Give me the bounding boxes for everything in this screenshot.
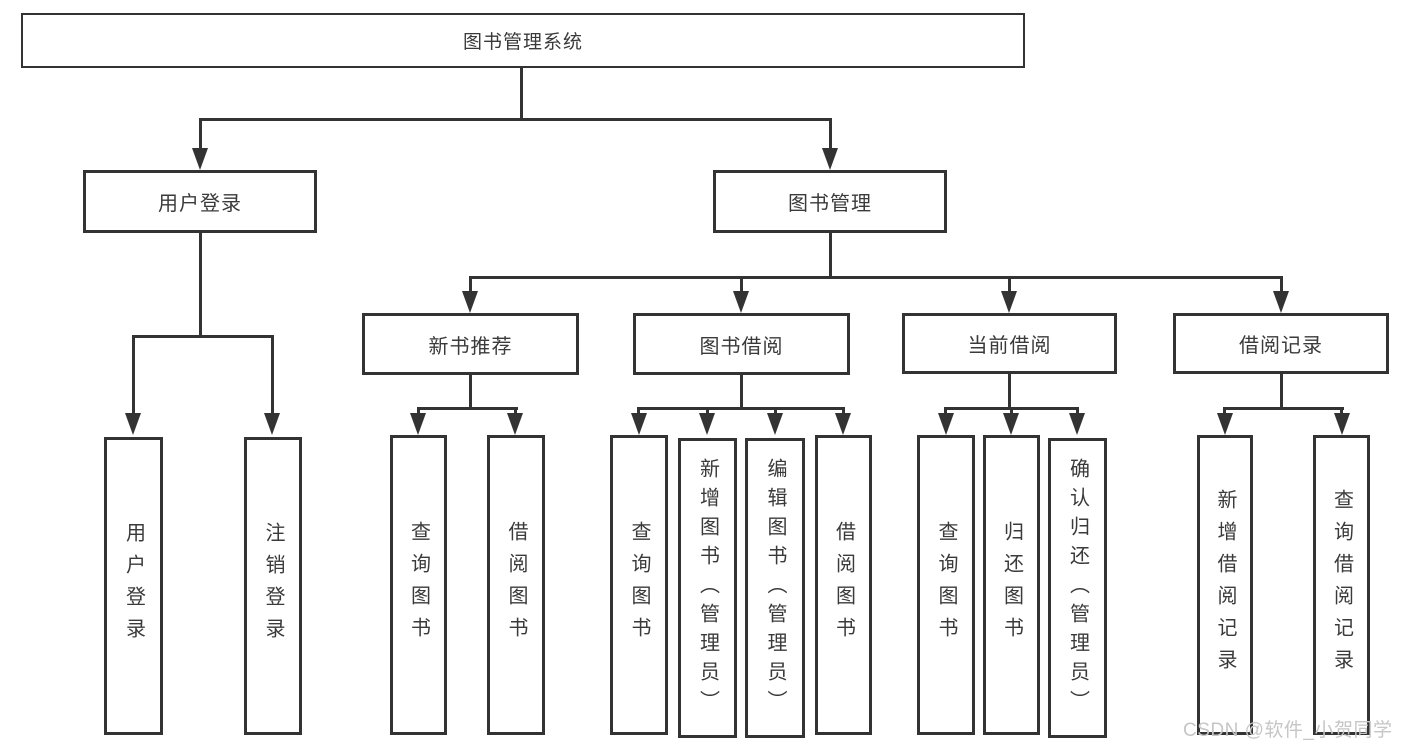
connector-level3-drop-2 (740, 276, 743, 293)
leaf-borrow-books-2-label: 借阅图书 (832, 521, 855, 649)
arrowhead-to-query-books-2 (631, 413, 647, 435)
connector-user-leaf-drop-2 (271, 335, 274, 415)
connector-book-borrow-bracket (637, 407, 845, 410)
connector-book-borrow-stub-1 (637, 407, 640, 417)
arrowhead-to-edit-books (767, 413, 783, 435)
connector-level3-drop-1 (469, 276, 472, 293)
connector-current-borrow-stub-3 (1076, 407, 1079, 417)
arrowhead-to-new-book-rec (462, 291, 478, 313)
node-current-borrowing: 当前借阅 (902, 313, 1117, 374)
connector-user-login-stem (199, 233, 202, 337)
leaf-query-books-1: 查询图书 (390, 435, 447, 735)
arrowhead-to-confirm-return (1069, 413, 1085, 435)
arrowhead-to-user-login (192, 148, 208, 170)
arrowhead-to-book-mgmt (822, 148, 838, 170)
arrowhead-to-query-books-1 (410, 413, 426, 435)
leaf-return-books: 归还图书 (983, 435, 1040, 735)
leaf-confirm-return-admin-label: 确认归还（管理员） (1066, 457, 1089, 719)
connector-level3-drop-4 (1280, 276, 1283, 293)
arrowhead-to-query-borrow-record (1334, 413, 1350, 435)
leaf-edit-books-admin-label: 编辑图书（管理员） (764, 457, 786, 719)
node-new-book-recommendation: 新书推荐 (362, 313, 579, 375)
connector-user-login-drop (199, 118, 202, 150)
leaf-query-borrow-record: 查询借阅记录 (1313, 435, 1370, 735)
connector-book-borrow-stub-4 (842, 407, 845, 417)
node-user-login: 用户登录 (83, 170, 317, 233)
connector-book-borrow-stub-3 (774, 407, 777, 417)
leaf-query-borrow-record-label: 查询借阅记录 (1330, 489, 1353, 681)
connector-root-stem (520, 68, 523, 118)
leaf-borrow-books-1-label: 借阅图书 (505, 521, 527, 649)
node-borrowing-records: 借阅记录 (1173, 313, 1389, 374)
leaf-edit-books-admin: 编辑图书（管理员） (745, 438, 805, 738)
arrowhead-to-current-borrowing (1001, 291, 1017, 313)
connector-book-borrow-stub-2 (706, 407, 709, 417)
node-library-management-system: 图书管理系统 (21, 13, 1025, 68)
arrowhead-to-borrow-books-1 (507, 413, 523, 435)
leaf-confirm-return-admin: 确认归还（管理员） (1048, 438, 1107, 738)
connector-records-bracket (1223, 407, 1344, 410)
node-book-borrowing: 图书借阅 (633, 313, 850, 375)
leaf-query-books-2: 查询图书 (610, 435, 668, 735)
connector-level3-bracket (469, 276, 1283, 279)
connector-current-borrow-stub-1 (944, 407, 947, 417)
connector-records-stub-2 (1340, 407, 1343, 417)
arrowhead-to-add-borrow-record (1217, 413, 1233, 435)
arrowhead-to-query-books-3 (938, 413, 954, 435)
leaf-logout-label: 注销登录 (262, 522, 284, 650)
leaf-borrow-books-1: 借阅图书 (487, 435, 545, 735)
csdn-watermark: CSDN @软件_小贺同学 (1183, 720, 1393, 741)
leaf-query-books-1-label: 查询图书 (407, 521, 430, 649)
leaf-add-books-admin-label: 新增图书（管理员） (696, 457, 719, 719)
node-book-management: 图书管理 (713, 170, 947, 233)
arrowhead-to-leaf-user-login (125, 413, 141, 435)
connector-current-borrow-stub-2 (1010, 407, 1013, 417)
arrowhead-to-return-books (1003, 413, 1019, 435)
leaf-query-books-3: 查询图书 (917, 435, 975, 735)
connector-new-book-bracket (417, 407, 518, 410)
connector-new-book-stub-1 (417, 407, 420, 417)
leaf-add-borrow-record: 新增借阅记录 (1197, 435, 1253, 735)
leaf-add-borrow-record-label: 新增借阅记录 (1214, 489, 1236, 681)
arrowhead-to-borrow-books-2 (835, 413, 851, 435)
leaf-return-books-label: 归还图书 (1000, 521, 1023, 649)
connector-new-book-stem (469, 374, 472, 410)
connector-level3-drop-3 (1008, 276, 1011, 293)
connector-records-stem (1280, 373, 1283, 410)
leaf-add-books-admin: 新增图书（管理员） (678, 438, 737, 738)
connector-records-stub-1 (1223, 407, 1226, 417)
leaf-user-login-label: 用户登录 (122, 522, 145, 650)
connector-book-borrow-stem (740, 374, 743, 410)
leaf-logout: 注销登录 (244, 437, 302, 735)
connector-user-leaf-drop-1 (132, 335, 135, 415)
arrowhead-to-leaf-logout (264, 413, 280, 435)
connector-book-mgmt-drop (829, 118, 832, 150)
connector-new-book-stub-2 (514, 407, 517, 417)
leaf-query-books-2-label: 查询图书 (628, 521, 650, 649)
arrowhead-to-add-books (699, 413, 715, 435)
connector-book-mgmt-stem (829, 233, 832, 279)
connector-current-borrow-stem (1008, 373, 1011, 410)
arrowhead-to-borrowing-records (1273, 291, 1289, 313)
leaf-borrow-books-2: 借阅图书 (815, 435, 872, 735)
connector-level2-bracket (199, 118, 832, 121)
connector-user-leaf-bracket (132, 335, 274, 338)
leaf-user-login: 用户登录 (104, 437, 163, 735)
leaf-query-books-3-label: 查询图书 (935, 521, 957, 649)
arrowhead-to-book-borrowing (733, 291, 749, 313)
